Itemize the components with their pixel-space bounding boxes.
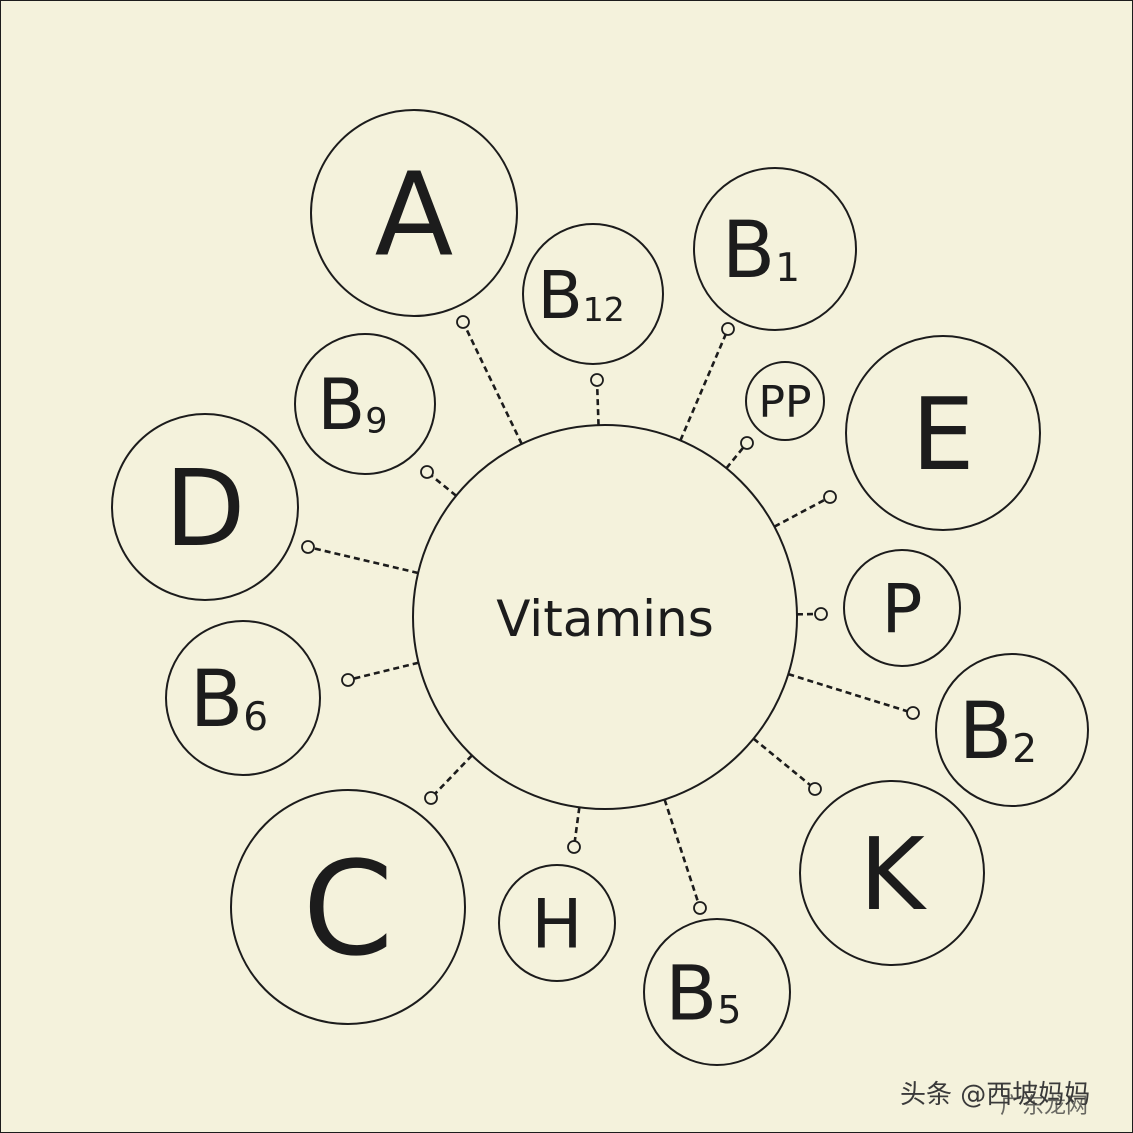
connector-end-h	[567, 840, 581, 854]
vitamin-label-b12: B12	[537, 257, 624, 334]
center-label: Vitamins	[496, 590, 714, 648]
vitamin-label-k: K	[859, 816, 927, 933]
vitamin-label-b6: B6	[190, 655, 268, 745]
vitamin-letter-b1: B	[722, 206, 776, 296]
vitamin-node-b5: B5	[643, 918, 791, 1066]
vitamin-node-h: H	[498, 864, 616, 982]
vitamin-letter-d: D	[165, 448, 246, 570]
vitamin-node-pp: PP	[745, 361, 825, 441]
connector-end-a	[456, 315, 470, 329]
connector-b5	[663, 799, 700, 903]
connector-end-k	[808, 782, 822, 796]
vitamin-subscript-b6: 6	[243, 695, 268, 740]
connector-end-c	[424, 791, 438, 805]
connector-k	[752, 737, 812, 787]
connector-b12	[595, 385, 600, 426]
vitamin-circle-b6	[165, 620, 321, 776]
vitamin-subscript-b1: 1	[775, 246, 800, 291]
connector-end-b5	[693, 901, 707, 915]
connector-b2	[787, 672, 908, 713]
connector-b1	[679, 334, 727, 441]
vitamin-label-b2: B2	[959, 687, 1037, 777]
connector-end-b6	[341, 673, 355, 687]
center-circle	[412, 424, 798, 810]
connector-end-b9	[420, 465, 434, 479]
vitamin-circle-b1	[693, 167, 857, 331]
connector-c	[434, 754, 473, 795]
vitamin-letter-k: K	[859, 816, 927, 933]
vitamin-subscript-b2: 2	[1012, 727, 1037, 772]
vitamin-label-pp: PP	[758, 377, 811, 428]
vitamin-subscript-b5: 5	[717, 988, 741, 1032]
vitamin-node-k: K	[799, 780, 985, 966]
connector-end-b2	[906, 706, 920, 720]
vitamin-label-p: P	[881, 570, 922, 649]
connector-end-d	[301, 540, 315, 554]
connector-b9	[430, 474, 457, 497]
vitamin-label-c: C	[303, 833, 394, 985]
vitamin-node-b9: B9	[294, 333, 436, 475]
vitamin-node-a: A	[310, 109, 518, 317]
vitamin-subscript-b9: 9	[365, 402, 387, 442]
vitamin-node-d: D	[111, 413, 299, 601]
vitamin-circle-h	[498, 864, 616, 982]
vitamin-letter-b2: B	[959, 687, 1013, 777]
vitamin-letter-b5: B	[665, 948, 717, 1037]
vitamin-node-b12: B12	[522, 223, 664, 365]
vitamin-letter-b9: B	[317, 364, 365, 446]
vitamin-letter-p: P	[881, 570, 922, 649]
vitamin-circle-pp	[745, 361, 825, 441]
connector-d	[313, 547, 419, 575]
vitamin-circle-b12	[522, 223, 664, 365]
center-node: Vitamins	[412, 424, 798, 810]
vitamin-label-b1: B1	[722, 206, 800, 296]
vitamin-letter-c: C	[303, 833, 394, 985]
connector-end-p	[814, 607, 828, 621]
vitamin-circle-c	[230, 789, 466, 1025]
vitamin-letter-b12: B	[537, 257, 582, 334]
watermark-text: 头条 @西坡妈妈	[900, 1080, 1090, 1110]
vitamin-letter-a: A	[375, 148, 454, 282]
vitamin-circle-p	[843, 549, 961, 667]
vitamin-circle-e	[845, 335, 1041, 531]
vitamin-subscript-b12: 12	[583, 290, 625, 329]
connector-h	[573, 807, 581, 842]
connector-end-e	[823, 490, 837, 504]
connector-end-b12	[590, 373, 604, 387]
connectors	[301, 315, 920, 915]
vitamin-circle-d	[111, 413, 299, 601]
connector-b6	[353, 661, 419, 680]
vitamin-letter-h: H	[531, 885, 582, 964]
vitamin-label-e: E	[911, 376, 974, 493]
vitamin-node-b2: B2	[935, 653, 1089, 807]
vitamin-node-c: C	[230, 789, 466, 1025]
vitamin-label-h: H	[531, 885, 582, 964]
connector-a	[464, 326, 523, 445]
vitamin-letter-pp: PP	[758, 377, 811, 428]
vitamin-label-a: A	[375, 148, 454, 282]
connector-end-b1	[721, 322, 735, 336]
vitamin-label-b5: B5	[665, 948, 741, 1037]
vitamin-letter-e: E	[911, 376, 974, 493]
vitamin-circle-k	[799, 780, 985, 966]
vitamin-label-b9: B9	[317, 364, 387, 446]
vitamin-circle-b5	[643, 918, 791, 1066]
vitamin-label-d: D	[165, 448, 246, 570]
watermark-text-2: 广东龙网	[1000, 1094, 1088, 1119]
vitamin-node-b6: B6	[165, 620, 321, 776]
vitamin-node-p: P	[843, 549, 961, 667]
vitamin-circle-b9	[294, 333, 436, 475]
connector-end-pp	[740, 436, 754, 450]
vitamin-circle-b2	[935, 653, 1089, 807]
connector-pp	[725, 446, 745, 470]
vitamin-node-e: E	[845, 335, 1041, 531]
vitamin-circle-a	[310, 109, 518, 317]
vitamin-node-b1: B1	[693, 167, 857, 331]
vitamin-letter-b6: B	[190, 655, 244, 745]
watermark: 头条 @西坡妈妈 广东龙网	[900, 1080, 1090, 1119]
